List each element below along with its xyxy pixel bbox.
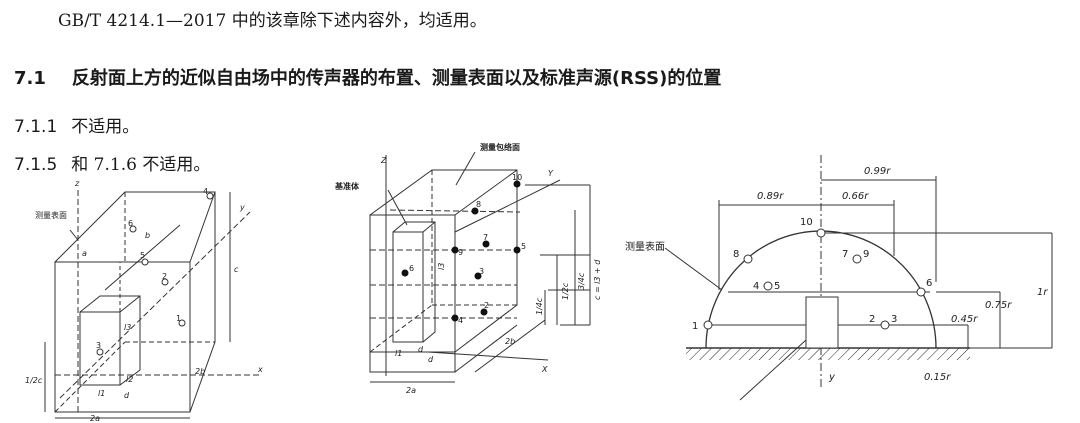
fig1-dim-l2: l2 <box>126 375 133 384</box>
fig2-dim-half-c: 1/2c <box>561 282 570 300</box>
fig2-dim-3-4c: 3/4c <box>577 272 586 290</box>
fig3-point-1: 1 <box>692 321 698 332</box>
fig1-point-6: 6 <box>128 219 133 228</box>
fig2-point-6: 6 <box>409 264 414 273</box>
figure-3-labels: 测量表面 0.99r 0.89r 0.66r 1r 0.75r 0.45r 0.… <box>625 166 1048 383</box>
fig1-point-3: 3 <box>96 341 101 350</box>
fig3-dim-066r: 0.66r <box>842 191 869 202</box>
fig1-dim-2b: 2b <box>195 367 205 376</box>
fig1-dim-l1: l1 <box>98 389 105 398</box>
fig2-point-4: 4 <box>458 316 463 325</box>
clause-number: 7.1.5 <box>14 155 58 175</box>
figure-2-points <box>401 180 521 322</box>
fig2-point-3: 3 <box>479 267 484 276</box>
fig2-dim-l1: l1 <box>395 349 402 358</box>
fig2-dim-1-4c: 1/4c <box>535 297 544 315</box>
clause-number: 7.1.1 <box>14 117 58 137</box>
fig3-dim-089r: 0.89r <box>757 191 784 202</box>
clause-text: 和 7.1.6 不适用。 <box>71 155 211 175</box>
figure-3-hemisphere <box>664 155 1053 401</box>
fig1-dim-half-c: 1/2c <box>25 376 43 385</box>
figure-2-labels: 测量包络面 基准体 Z Y X 10 8 7 5 9 6 3 2 4 c = l… <box>334 142 602 395</box>
fig2-point-5: 5 <box>521 242 526 251</box>
fig3-point-2: 2 <box>869 314 875 325</box>
fig1-dim-l3: l3 <box>124 323 131 332</box>
fig2-dim-2b: 2b <box>505 337 515 346</box>
fig2-dim-2a: 2a <box>406 386 416 395</box>
figure-3-points <box>703 228 926 330</box>
fig1-axis-x: x <box>257 365 263 374</box>
fig1-axis-y: y <box>239 203 245 212</box>
clause-7-1-1: 7.1.1 不适用。 <box>14 112 139 137</box>
section-heading: 7.1 反射面上方的近似自由场中的传声器的布置、测量表面以及标准声源(RSS)的位… <box>14 64 721 90</box>
figure-1-labels: 测量表面 4 1 2 6 5 3 z y x c 1/2c 2a 2b l1 l… <box>25 179 263 423</box>
fig2-point-10: 10 <box>512 173 522 182</box>
fig1-dim-a: a <box>82 249 87 258</box>
fig2-envelope-label: 测量包络面 <box>480 142 520 152</box>
fig2-dim-c: c = l3 + d <box>593 259 602 300</box>
fig3-point-5: 5 <box>774 281 780 292</box>
fig3-dim-099r: 0.99r <box>864 166 891 177</box>
fig1-dim-b: b <box>145 231 150 240</box>
fig2-reference-label: 基准体 <box>334 181 360 191</box>
fig3-point-4: 4 <box>753 281 759 292</box>
fig1-dim-d: d <box>124 391 130 400</box>
fig3-dim-015r: 0.15r <box>924 372 951 383</box>
fig1-surface-label: 测量表面 <box>35 210 67 220</box>
fig2-point-9: 9 <box>458 248 463 257</box>
fig1-axis-z: z <box>74 179 80 188</box>
fig3-point-8: 8 <box>733 249 739 260</box>
section-number: 7.1 <box>14 68 46 89</box>
fig2-axis-y: Y <box>548 169 554 178</box>
fig3-point-10: 10 <box>800 217 813 228</box>
figure-1-box-surface <box>44 190 262 419</box>
fig2-dim-d2: d <box>428 355 434 364</box>
fig1-dim-c: c <box>234 265 239 274</box>
fig3-surface-label: 测量表面 <box>625 240 665 253</box>
fig2-point-8: 8 <box>476 200 481 209</box>
fig1-point-2: 2 <box>162 272 167 281</box>
figure-2-box-envelope <box>369 151 591 383</box>
fig3-dim-075r: 0.75r <box>985 300 1012 311</box>
fig3-dim-1r: 1r <box>1037 287 1048 298</box>
fig2-axis-x: X <box>541 365 548 374</box>
clause-7-1-5: 7.1.5 和 7.1.6 不适用。 <box>14 150 210 175</box>
fig3-point-3: 3 <box>891 314 897 325</box>
fig2-point-2: 2 <box>484 301 489 310</box>
fig3-dim-045r: 0.45r <box>951 314 978 325</box>
intro-text: GB/T 4214.1—2017 中的该章除下述内容外，均适用。 <box>58 11 487 31</box>
fig3-axis-y: y <box>828 372 836 383</box>
fig2-dim-l3: l3 <box>437 263 446 270</box>
fig3-point-6: 6 <box>926 278 932 289</box>
fig1-point-4: 4 <box>203 187 208 196</box>
fig3-point-7: 7 <box>842 249 848 260</box>
fig1-point-5: 5 <box>140 251 145 260</box>
fig1-point-1: 1 <box>176 314 181 323</box>
fig2-axis-z: Z <box>380 156 387 165</box>
fig2-dim-d1: d <box>418 345 424 354</box>
clause-text: 不适用。 <box>71 117 140 137</box>
fig3-point-9: 9 <box>863 249 869 260</box>
figure-1-points <box>96 192 214 356</box>
fig2-point-7: 7 <box>483 233 488 242</box>
fig1-dim-2a: 2a <box>90 414 100 423</box>
section-title: 反射面上方的近似自由场中的传声器的布置、测量表面以及标准声源(RSS)的位置 <box>71 68 722 89</box>
